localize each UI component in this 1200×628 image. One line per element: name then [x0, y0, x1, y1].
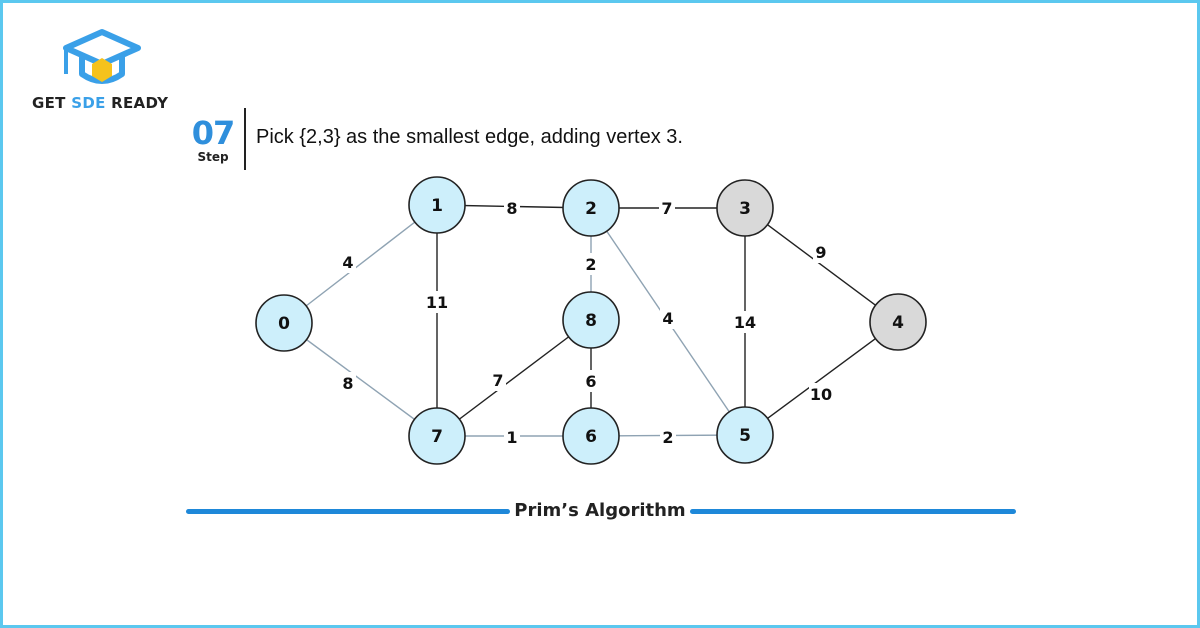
edge-weight-bg-2-8 — [583, 253, 599, 275]
node-6 — [562, 407, 620, 465]
edge-weight-bg-3-5 — [733, 311, 757, 333]
brand-text-ready: READY — [105, 94, 169, 112]
edge-weight-bg-3-4 — [813, 241, 829, 263]
edge-weight-4-5: 10 — [810, 385, 832, 404]
footer-line-left — [186, 509, 510, 514]
footer-line-right — [690, 509, 1016, 514]
step-label: Step — [197, 150, 229, 164]
edge-weight-0-7: 8 — [342, 374, 353, 393]
edge-weight-3-5: 14 — [734, 313, 756, 332]
brand-text-get: GET — [32, 94, 72, 112]
edge-weight-1-7: 11 — [426, 293, 448, 312]
edge-weight-bg-2-3 — [659, 197, 675, 219]
edge-weight-6-8: 6 — [585, 372, 596, 391]
node-2 — [562, 179, 620, 237]
node-7 — [408, 407, 466, 465]
node-1 — [408, 176, 466, 234]
edge-0-7 — [283, 322, 438, 437]
edge-weight-bg-2-5 — [660, 307, 676, 329]
edge-7-8 — [436, 319, 592, 437]
step-number: 07 — [191, 114, 236, 152]
edge-weight-6-7: 1 — [506, 428, 517, 447]
node-label-0: 0 — [278, 314, 290, 334]
edge-weight-bg-0-1 — [340, 251, 356, 273]
node-label-7: 7 — [431, 427, 443, 447]
edge-weight-bg-1-7 — [425, 291, 449, 313]
node-5 — [716, 406, 774, 464]
footer-title: Prim’s Algorithm — [514, 500, 686, 521]
node-label-2: 2 — [585, 199, 597, 219]
graduation-cap-icon — [63, 29, 141, 84]
node-0 — [255, 294, 313, 352]
brand-logo: GET SDE READY — [32, 28, 182, 118]
node-label-3: 3 — [739, 199, 751, 219]
node-label-1: 1 — [431, 196, 443, 216]
edge-weight-bg-1-2 — [504, 197, 520, 219]
edge-weight-1-2: 8 — [506, 199, 517, 218]
node-label-8: 8 — [585, 311, 597, 331]
brand-name: GET SDE READY — [32, 94, 168, 112]
step-divider — [244, 108, 246, 170]
edge-weight-bg-4-5 — [809, 383, 833, 405]
edge-weight-7-8: 7 — [492, 371, 503, 390]
edge-weight-5-6: 2 — [662, 428, 673, 447]
node-label-6: 6 — [585, 427, 597, 447]
node-label-5: 5 — [739, 426, 751, 446]
node-8 — [562, 291, 620, 349]
edge-weight-bg-6-8 — [583, 370, 599, 392]
step-indicator: 07 Step — [186, 116, 240, 172]
edge-4-5 — [744, 321, 899, 436]
edge-weight-bg-6-7 — [504, 426, 520, 448]
edge-weight-0-1: 4 — [342, 253, 353, 272]
edge-weight-bg-5-6 — [660, 426, 676, 448]
node-label-4: 4 — [892, 313, 904, 333]
edge-weight-bg-7-8 — [490, 369, 506, 391]
edge-weight-2-5: 4 — [662, 309, 673, 328]
node-4 — [869, 293, 927, 351]
step-description: Pick {2,3} as the smallest edge, adding … — [256, 126, 683, 148]
edge-weight-3-4: 9 — [815, 243, 826, 262]
edge-weight-2-8: 2 — [585, 255, 596, 274]
brand-text-sde: SDE — [71, 94, 106, 112]
edge-weight-bg-0-7 — [340, 372, 356, 394]
edge-3-4 — [744, 207, 899, 323]
node-3 — [716, 179, 774, 237]
edge-weight-2-3: 7 — [661, 199, 672, 218]
edge-0-1 — [283, 204, 438, 324]
